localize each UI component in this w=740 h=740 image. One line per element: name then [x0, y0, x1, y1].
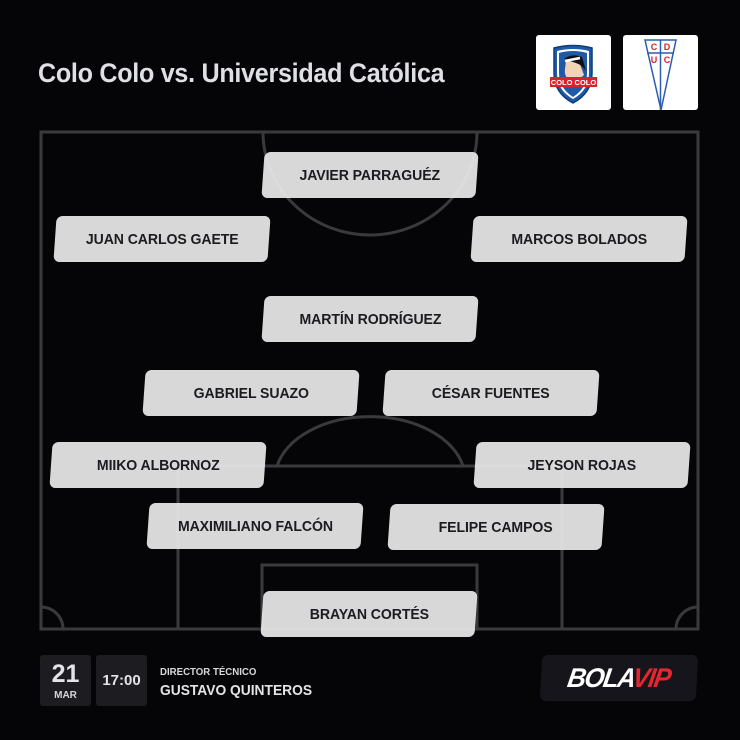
player-name: JUAN CARLOS GAETE	[85, 230, 239, 248]
player-card-midfielder-right[interactable]: CÉSAR FUENTES	[382, 370, 600, 416]
svg-text:C: C	[664, 55, 671, 65]
match-title: Colo Colo vs. Universidad Católica	[38, 58, 445, 88]
player-name: MIIKO ALBORNOZ	[96, 456, 220, 474]
player-card-right-winger[interactable]: MARCOS BOLADOS	[470, 216, 688, 262]
brand-bola: BOLA	[565, 662, 636, 693]
player-name: MAXIMILIANO FALCÓN	[177, 517, 333, 535]
player-card-center-back-left[interactable]: MAXIMILIANO FALCÓN	[146, 503, 364, 549]
match-time: 17:00	[96, 655, 147, 706]
player-card-forward[interactable]: JAVIER PARRAGUÉZ	[261, 152, 479, 198]
penalty-arc	[275, 415, 465, 467]
player-name: MARCOS BOLADOS	[511, 230, 647, 248]
date-day: 21	[51, 659, 80, 688]
time-value: 17:00	[102, 672, 141, 689]
player-name: GABRIEL SUAZO	[193, 384, 309, 402]
player-name: CÉSAR FUENTES	[432, 384, 550, 402]
corner-arc-right	[674, 605, 699, 630]
player-card-goalkeeper[interactable]: BRAYAN CORTÉS	[260, 591, 478, 637]
universidad-catolica-crest-icon: C D U C	[644, 39, 677, 110]
svg-text:U: U	[651, 55, 658, 65]
player-card-midfielder-left[interactable]: GABRIEL SUAZO	[142, 370, 360, 416]
svg-text:COLO COLO: COLO COLO	[551, 78, 597, 87]
corner-arc-left	[40, 605, 65, 630]
player-card-left-winger[interactable]: JUAN CARLOS GAETE	[53, 216, 271, 262]
player-name: FELIPE CAMPOS	[439, 518, 553, 536]
pitch-border	[39, 130, 700, 631]
home-team-crest: COLO COLO	[536, 35, 611, 110]
player-card-left-back[interactable]: MIIKO ALBORNOZ	[49, 442, 267, 488]
player-card-right-back[interactable]: JEYSON ROJAS	[473, 442, 691, 488]
away-team-crest: C D U C	[623, 35, 698, 110]
coach-label: DIRECTOR TÉCNICO	[160, 666, 257, 678]
player-name: JEYSON ROJAS	[527, 456, 637, 474]
player-card-attacking-mid[interactable]: MARTÍN RODRÍGUEZ	[261, 296, 479, 342]
bolavip-logo: BOLAVIP	[539, 655, 699, 701]
player-name: BRAYAN CORTÉS	[309, 605, 429, 623]
colo-colo-crest-icon: COLO COLO	[550, 44, 597, 104]
coach-name: GUSTAVO QUINTEROS	[160, 682, 313, 699]
player-name: MARTÍN RODRÍGUEZ	[299, 310, 441, 328]
svg-text:C: C	[651, 42, 658, 52]
brand-vip: VIP	[630, 662, 673, 693]
player-card-center-back-right[interactable]: FELIPE CAMPOS	[387, 504, 605, 550]
match-date: 21 MAR	[40, 655, 91, 706]
player-name: JAVIER PARRAGUÉZ	[299, 166, 441, 184]
svg-text:D: D	[664, 42, 671, 52]
date-month: MAR	[54, 689, 77, 701]
